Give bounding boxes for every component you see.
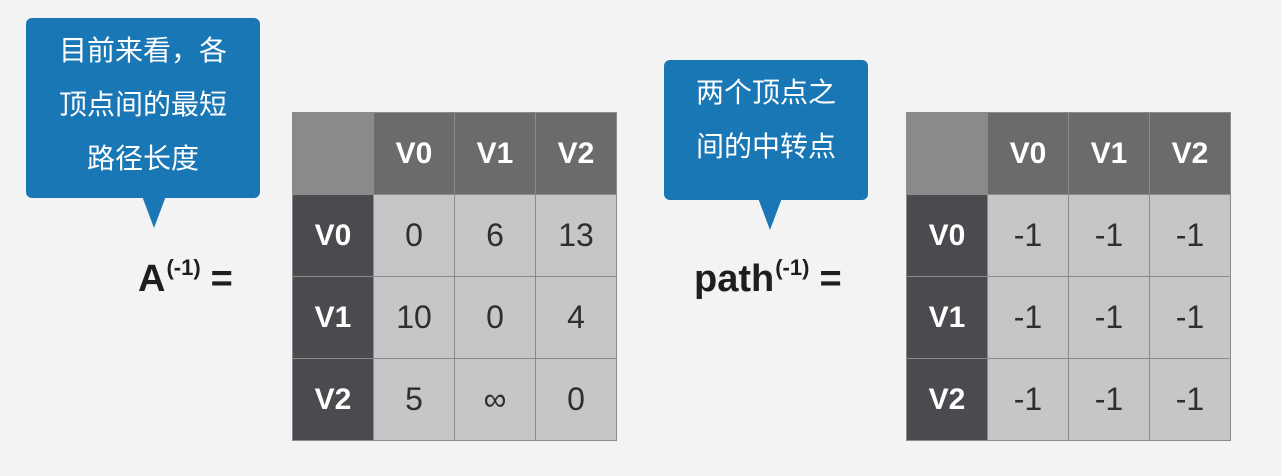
distance-callout: 目前来看，各 顶点间的最短 路径长度: [26, 18, 260, 198]
matrix-cell: -1: [1149, 358, 1231, 441]
matrix-cell: -1: [1068, 358, 1150, 441]
row-header: V0: [292, 194, 374, 277]
path-matrix-label: path(-1) =: [694, 255, 842, 301]
distance-matrix-label: A(-1) =: [138, 255, 233, 301]
callout-pointer: [142, 196, 166, 228]
matrix-cell: -1: [1149, 276, 1231, 359]
matrix-cell: -1: [987, 276, 1069, 359]
matrix-cell: -1: [1149, 194, 1231, 277]
distance-matrix: V0 V1 V2 V0 0 6 13 V1 10 0 4 V2 5 ∞ 0: [292, 112, 617, 441]
callout-line: 目前来看，各: [58, 34, 227, 67]
matrix-cell: 0: [535, 358, 617, 441]
column-header: V0: [987, 112, 1069, 195]
equals-sign: =: [210, 258, 233, 300]
row-header: V1: [292, 276, 374, 359]
callout-pointer: [758, 198, 782, 230]
callout-line: 间的中转点: [695, 130, 836, 163]
matrix-superscript: (-1): [775, 255, 810, 280]
matrix-cell: 10: [373, 276, 455, 359]
matrix-cell: 6: [454, 194, 536, 277]
column-header: V1: [1068, 112, 1150, 195]
matrix-name: path: [694, 258, 775, 300]
column-header: V1: [454, 112, 536, 195]
row-header: V1: [906, 276, 988, 359]
matrix-corner: [906, 112, 988, 195]
callout-line: 两个顶点之: [695, 76, 836, 109]
matrix-cell: 0: [373, 194, 455, 277]
callout-line: 路径长度: [86, 142, 199, 175]
path-callout: 两个顶点之 间的中转点: [664, 60, 868, 200]
matrix-superscript: (-1): [166, 255, 201, 280]
column-header: V0: [373, 112, 455, 195]
matrix-cell: ∞: [454, 358, 536, 441]
matrix-cell: 4: [535, 276, 617, 359]
matrix-name: A: [138, 258, 166, 300]
matrix-cell: -1: [1068, 194, 1150, 277]
matrix-cell: -1: [987, 194, 1069, 277]
matrix-cell: 13: [535, 194, 617, 277]
matrix-cell: -1: [987, 358, 1069, 441]
path-matrix: V0 V1 V2 V0 -1 -1 -1 V1 -1 -1 -1 V2 -1 -…: [906, 112, 1231, 441]
row-header: V0: [906, 194, 988, 277]
column-header: V2: [1149, 112, 1231, 195]
matrix-corner: [292, 112, 374, 195]
column-header: V2: [535, 112, 617, 195]
row-header: V2: [906, 358, 988, 441]
callout-line: 顶点间的最短: [58, 88, 227, 121]
equals-sign: =: [819, 258, 842, 300]
matrix-cell: 0: [454, 276, 536, 359]
row-header: V2: [292, 358, 374, 441]
matrix-cell: 5: [373, 358, 455, 441]
matrix-cell: -1: [1068, 276, 1150, 359]
